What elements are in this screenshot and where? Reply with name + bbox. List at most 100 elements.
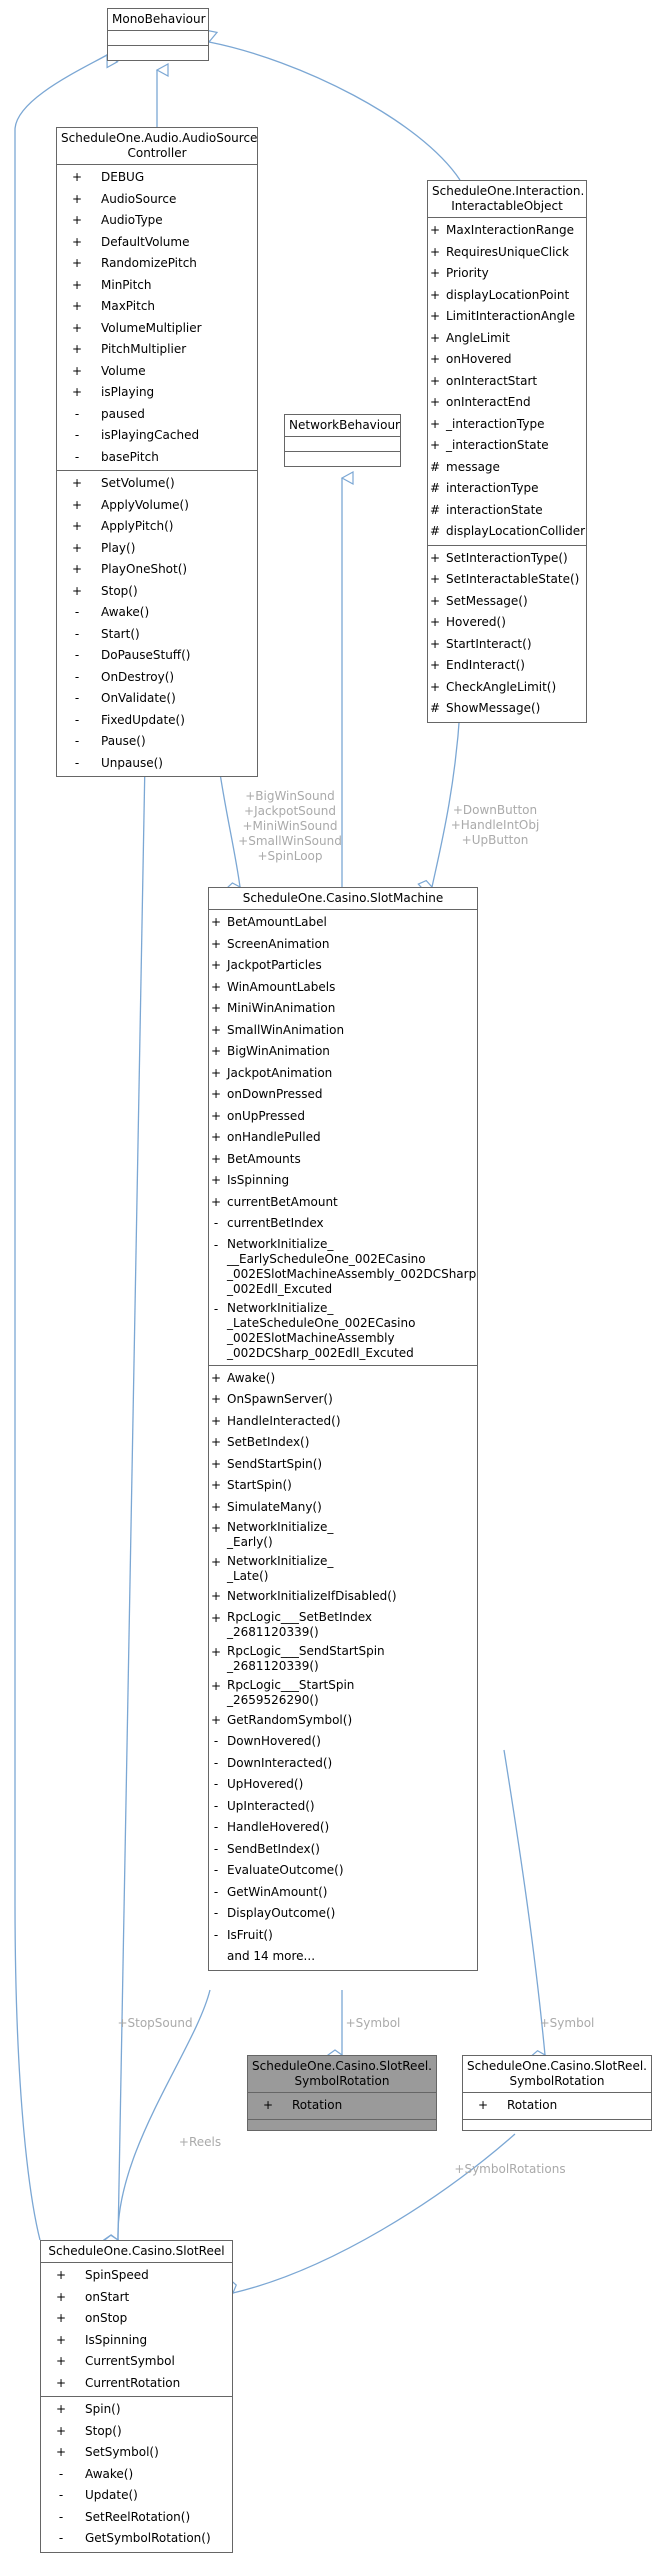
- member-row: -UpHovered(): [209, 1774, 477, 1796]
- member-name: onHandlePulled: [227, 1130, 321, 1144]
- member-name: CheckAngleLimit(): [446, 679, 557, 694]
- member-name: RandomizePitch: [101, 256, 197, 270]
- member-row: -NetworkInitialize_ _LateScheduleOne_002…: [209, 1299, 477, 1363]
- member-name: Rotation: [507, 2098, 558, 2112]
- member-name: SetInteractableState(): [446, 572, 580, 586]
- visibility-marker: +: [55, 2423, 67, 2438]
- class-monobehaviour[interactable]: MonoBehaviour: [107, 8, 209, 61]
- member-row: +currentBetAmount: [209, 1192, 477, 1214]
- methods-section: [108, 46, 208, 60]
- visibility-marker: +: [71, 583, 83, 598]
- visibility-marker: +: [210, 958, 222, 972]
- class-interactable-object[interactable]: ScheduleOne.Interaction. InteractableObj…: [427, 180, 587, 723]
- member-row: -Start(): [57, 624, 257, 646]
- member-row: - paused: [57, 404, 257, 426]
- member-name: onInteractStart: [446, 373, 538, 388]
- visibility-marker: +: [429, 572, 441, 586]
- member-row: +_interactionState: [428, 435, 586, 457]
- member-name: NetworkInitialize_ _Late(): [227, 1554, 334, 1583]
- member-row: +onStart: [41, 2287, 232, 2309]
- member-name: StartSpin(): [227, 1478, 292, 1492]
- visibility-marker: +: [477, 2098, 489, 2112]
- member-row: +Awake(): [209, 1368, 477, 1390]
- member-row: +JackpotAnimation: [209, 1063, 477, 1085]
- member-row: +SetInteractionType(): [428, 548, 586, 570]
- member-name: JackpotParticles: [227, 958, 322, 972]
- class-slot-machine[interactable]: ScheduleOne.Casino.SlotMachine +BetAmoun…: [208, 887, 478, 1971]
- attributes-section: +DEBUG+AudioSource+AudioType+DefaultVolu…: [57, 165, 257, 471]
- class-title: MonoBehaviour: [108, 9, 208, 31]
- visibility-marker: +: [55, 2268, 67, 2282]
- class-audio-source-controller[interactable]: ScheduleOne.Audio.AudioSource Controller…: [56, 127, 258, 777]
- member-row: +MaxInteractionRange: [428, 220, 586, 242]
- member-row: -DisplayOutcome(): [209, 1903, 477, 1925]
- member-name: _interactionType: [446, 416, 545, 431]
- member-row: -HandleHovered(): [209, 1817, 477, 1839]
- member-name: isPlayingCached: [101, 428, 200, 442]
- visibility-marker: +: [71, 540, 83, 555]
- member-name: basePitch: [101, 449, 159, 464]
- member-name: SetSymbol(): [85, 2445, 159, 2459]
- visibility-marker: +: [71, 299, 83, 313]
- more-members-link[interactable]: and 14 more...: [209, 1946, 477, 1968]
- member-row: -basePitch: [57, 447, 257, 469]
- member-name: PlayOneShot(): [101, 562, 188, 576]
- member-name: onStop: [85, 2311, 128, 2325]
- member-row: +PlayOneShot(): [57, 559, 257, 581]
- member-row: +MiniWinAnimation: [209, 998, 477, 1020]
- member-name: currentBetAmount: [227, 1194, 338, 1209]
- member-name: IsSpinning: [227, 1173, 290, 1187]
- visibility-marker: -: [213, 1301, 219, 1316]
- visibility-marker: +: [210, 1478, 222, 1492]
- attributes-section: +Rotation: [248, 2093, 436, 2120]
- member-name: WinAmountLabels: [227, 979, 336, 994]
- member-name: DownInteracted(): [227, 1755, 333, 1770]
- visibility-marker: +: [210, 915, 222, 929]
- class-networkbehaviour[interactable]: NetworkBehaviour: [284, 414, 401, 467]
- visibility-marker: +: [71, 342, 83, 356]
- visibility-marker: -: [213, 1884, 219, 1899]
- member-name: Start(): [101, 626, 140, 641]
- visibility-marker: +: [55, 2354, 67, 2368]
- member-name: DEBUG: [101, 170, 145, 184]
- member-name: RpcLogic___SendStartSpin _2681120339(): [227, 1643, 385, 1673]
- visibility-marker: +: [55, 2375, 67, 2390]
- member-name: DefaultVolume: [101, 234, 190, 249]
- visibility-marker: -: [58, 2488, 64, 2502]
- member-row: + Rotation: [463, 2095, 651, 2117]
- member-name: DisplayOutcome(): [227, 1906, 336, 1920]
- member-name: paused: [101, 406, 145, 421]
- class-slot-reel[interactable]: ScheduleOne.Casino.SlotReel +SpinSpeed+o…: [40, 2240, 233, 2553]
- visibility-marker: -: [74, 406, 80, 421]
- class-symbol-rotation-selected[interactable]: ScheduleOne.Casino.SlotReel. SymbolRotat…: [247, 2055, 437, 2131]
- member-row: +Volume: [57, 361, 257, 383]
- edge-label-audio-sounds: +BigWinSound +JackpotSound +MiniWinSound…: [238, 789, 342, 863]
- member-row: +displayLocationPoint: [428, 285, 586, 307]
- member-row: +ScreenAnimation: [209, 934, 477, 956]
- member-row: -DoPauseStuff(): [57, 645, 257, 667]
- member-row: -SetReelRotation(): [41, 2507, 232, 2529]
- visibility-marker: +: [429, 373, 441, 388]
- member-name: AudioSource: [101, 191, 177, 206]
- edge-label-reels: +Reels: [178, 2135, 222, 2149]
- member-row: +WinAmountLabels: [209, 977, 477, 999]
- visibility-marker: -: [74, 669, 80, 684]
- member-row: +onHandlePulled: [209, 1127, 477, 1149]
- member-row: -FixedUpdate(): [57, 710, 257, 732]
- visibility-marker: +: [71, 476, 83, 490]
- member-row: +BetAmountLabel: [209, 912, 477, 934]
- methods-section: +Spin()+Stop()+SetSymbol()-Awake()-Updat…: [41, 2397, 232, 2552]
- member-name: JackpotAnimation: [227, 1065, 333, 1080]
- methods-section: [463, 2120, 651, 2130]
- member-name: NetworkInitialize_ _LateScheduleOne_002E…: [227, 1300, 416, 1360]
- class-title: ScheduleOne.Casino.SlotMachine: [209, 888, 477, 910]
- visibility-marker: -: [213, 1237, 219, 1252]
- class-symbol-rotation[interactable]: ScheduleOne.Casino.SlotReel. SymbolRotat…: [462, 2055, 652, 2131]
- member-name: FixedUpdate(): [101, 712, 185, 727]
- edge-label-symbolrotations: +SymbolRotations: [454, 2162, 566, 2176]
- visibility-marker: -: [213, 1906, 219, 1920]
- visibility-marker: +: [429, 395, 441, 409]
- member-name: onInteractEnd: [446, 395, 531, 409]
- member-row: -DownHovered(): [209, 1731, 477, 1753]
